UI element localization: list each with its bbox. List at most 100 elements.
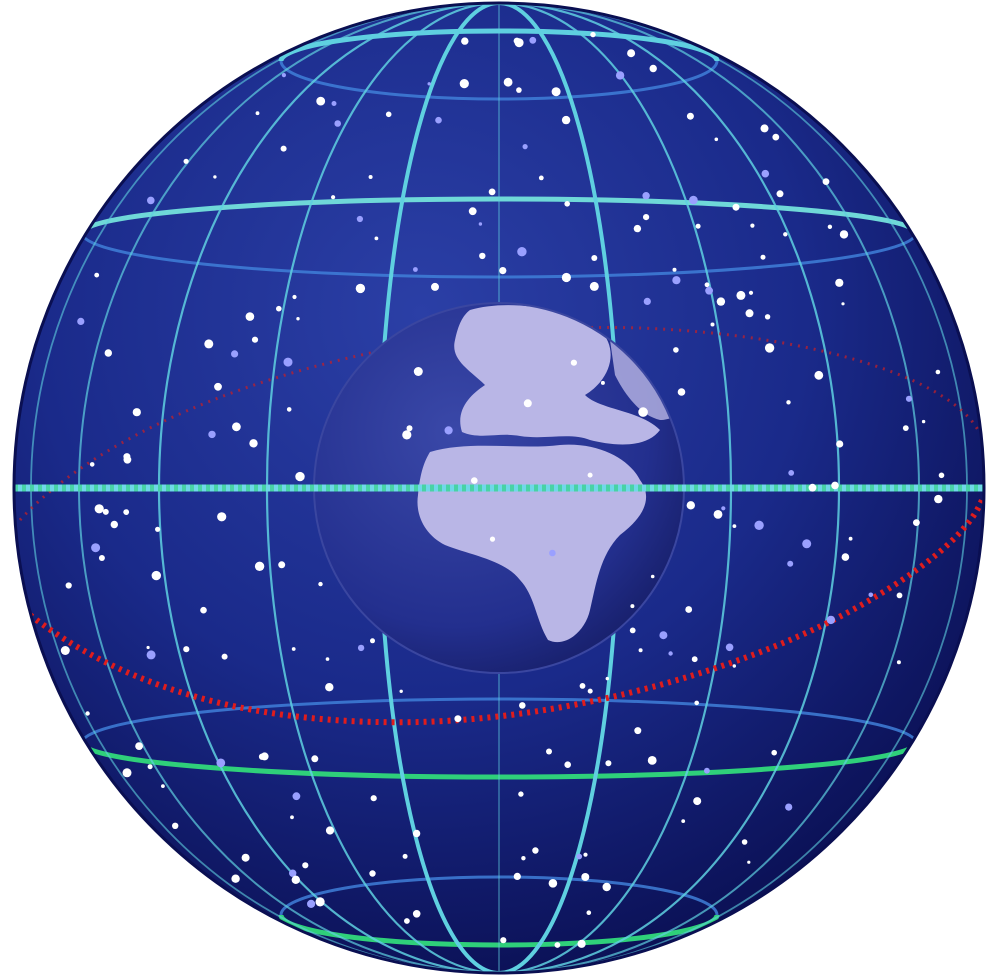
star (241, 853, 250, 862)
star (783, 232, 788, 237)
star (529, 36, 537, 44)
star (905, 395, 913, 402)
star (289, 869, 297, 877)
star (516, 87, 522, 93)
star (808, 483, 817, 492)
star (538, 175, 544, 181)
star (316, 96, 326, 106)
star (85, 711, 90, 716)
star (231, 874, 240, 883)
star (836, 440, 844, 448)
star (291, 875, 300, 884)
star (710, 322, 715, 327)
star (532, 847, 539, 854)
star (200, 606, 207, 614)
star (123, 509, 130, 515)
star (831, 481, 839, 490)
star (402, 430, 412, 440)
star (292, 294, 297, 300)
star (705, 286, 713, 295)
star (283, 357, 293, 367)
star (935, 369, 941, 375)
star (503, 77, 513, 87)
star (561, 272, 572, 283)
star (356, 215, 363, 223)
star (468, 207, 477, 216)
star (938, 472, 945, 479)
star (172, 822, 179, 829)
star (161, 784, 165, 788)
star (721, 506, 726, 511)
star (902, 425, 909, 431)
star (748, 290, 754, 295)
star (251, 336, 259, 343)
star (548, 879, 558, 888)
star (549, 549, 556, 557)
star (290, 815, 294, 820)
star (564, 201, 570, 207)
star (454, 715, 462, 723)
star (630, 604, 635, 609)
star (183, 646, 190, 653)
star (89, 462, 95, 467)
star (732, 664, 736, 668)
star (399, 689, 403, 693)
star (672, 276, 681, 285)
star (605, 760, 612, 767)
star (147, 196, 155, 205)
star (385, 111, 392, 118)
star (725, 643, 734, 652)
star (368, 175, 373, 179)
star (650, 574, 655, 579)
star (151, 570, 161, 581)
star (771, 749, 777, 756)
star (764, 343, 775, 353)
ecliptic-line (28, 498, 984, 726)
star (286, 407, 292, 412)
star (374, 236, 379, 241)
star (104, 349, 113, 357)
star-field (60, 31, 945, 948)
star (586, 910, 592, 915)
star (500, 937, 507, 944)
star (60, 646, 70, 655)
star (135, 742, 144, 750)
star (704, 767, 710, 774)
star (296, 317, 300, 321)
star (776, 190, 784, 198)
star (570, 359, 578, 366)
star (934, 494, 943, 504)
star (634, 727, 642, 735)
star (307, 899, 316, 909)
star (413, 367, 423, 376)
star (102, 508, 109, 515)
star (896, 660, 901, 665)
star (254, 561, 265, 571)
star (232, 422, 241, 432)
star (643, 214, 650, 221)
star (788, 470, 795, 476)
star (802, 539, 812, 549)
star (561, 115, 571, 125)
star (681, 819, 686, 823)
star (633, 224, 642, 233)
star (583, 852, 588, 857)
star (521, 856, 526, 861)
star (155, 526, 161, 532)
star (146, 645, 150, 650)
star (647, 756, 657, 765)
star (213, 175, 217, 179)
star (325, 683, 334, 692)
star (921, 419, 926, 424)
star (747, 860, 751, 864)
star (77, 317, 85, 325)
star (471, 477, 478, 484)
star (704, 282, 710, 288)
star (694, 700, 699, 706)
star (577, 939, 586, 948)
earth-landmass-europe (454, 305, 660, 445)
star (522, 144, 528, 150)
star (280, 145, 287, 152)
star (325, 657, 330, 661)
